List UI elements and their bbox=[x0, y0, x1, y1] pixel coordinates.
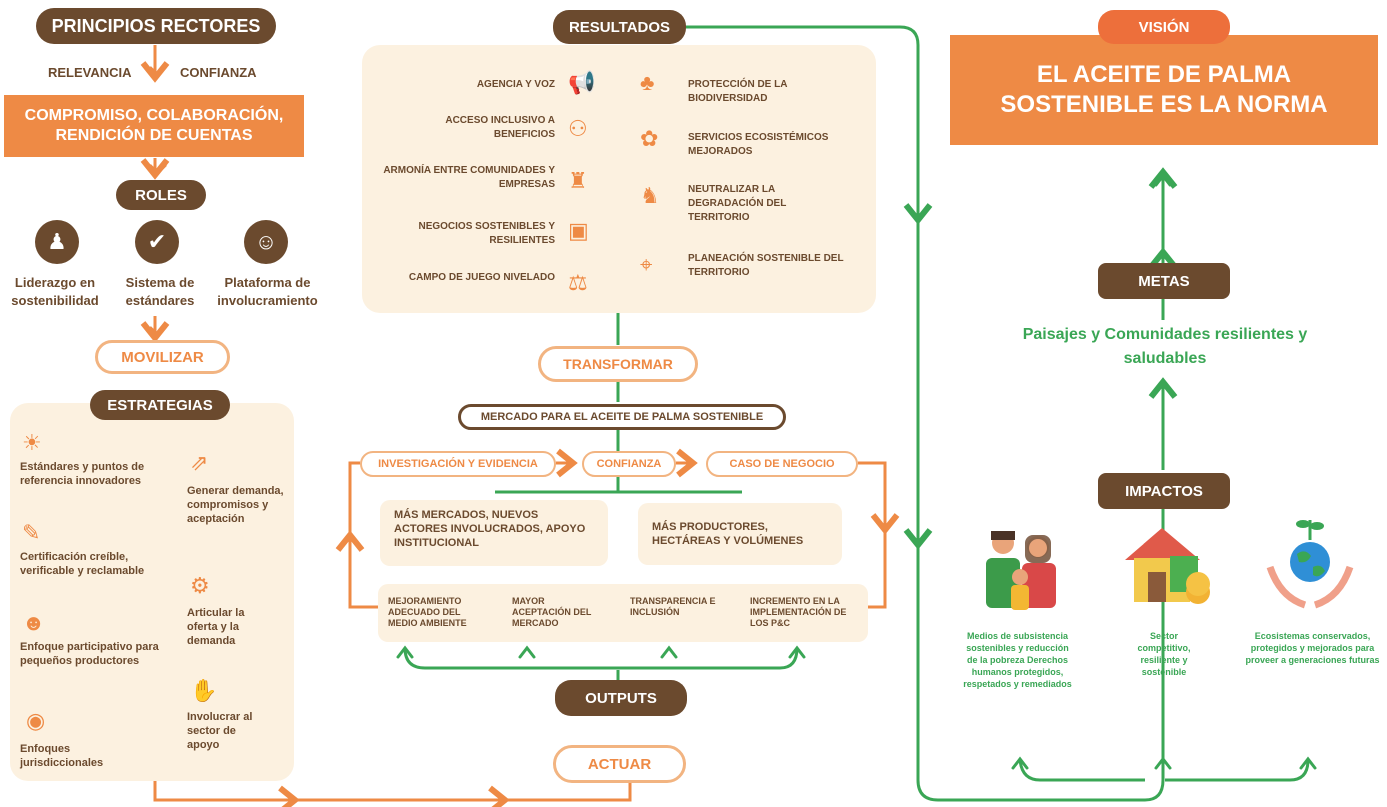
result-negocios: NEGOCIOS SOSTENIBLES Y RESILIENTES bbox=[418, 221, 555, 246]
indicators-row bbox=[378, 584, 868, 642]
mas-productores-text: MÁS PRODUCTORES, HECTÁREAS Y VOLÚMENES bbox=[652, 521, 804, 547]
roles-pill: ROLES bbox=[116, 180, 206, 210]
transformar-pill: TRANSFORMAR bbox=[538, 346, 698, 382]
role-label-standards: Sistema de estándares bbox=[125, 275, 195, 308]
result-agencia: AGENCIA Y VOZ bbox=[476, 79, 555, 90]
earth-hands-icon bbox=[1265, 512, 1355, 612]
confianza-pill: CONFIANZA bbox=[582, 451, 676, 477]
actuar-pill: ACTUAR bbox=[553, 745, 686, 783]
map-pin-icon: ⌖ bbox=[640, 252, 653, 277]
relevancia-label: RELEVANCIA bbox=[48, 65, 132, 80]
impact-livelihoods: Medios de subsistencia sostenibles y red… bbox=[963, 631, 1072, 689]
strategy-certification: Certificación creíble, verificable y rec… bbox=[20, 551, 145, 577]
metas-pill: METAS bbox=[1098, 263, 1230, 299]
strategy-demand: Generar demanda, compromisos y aceptació… bbox=[187, 485, 284, 525]
role-label-platform: Plataforma de involucramiento bbox=[217, 275, 318, 308]
strategy-jurisdictional: Enfoques jurisdiccionales bbox=[20, 743, 104, 769]
handshake-icon: ✋ bbox=[190, 678, 218, 703]
result-armonia: ARMONÍA ENTRE COMUNIDADES Y EMPRESAS bbox=[383, 165, 555, 190]
mas-mercados-box bbox=[380, 500, 608, 566]
mas-productores-box bbox=[638, 503, 842, 565]
impact-sector: Sector competitivo, resiliente y sosteni… bbox=[1137, 631, 1191, 677]
strategy-standards: Estándares y puntos de referencia innova… bbox=[20, 461, 145, 487]
network-people-icon: ⚇ bbox=[568, 116, 588, 141]
briefcase-icon: ▣ bbox=[568, 218, 589, 243]
group-icon: ☻ bbox=[22, 610, 46, 635]
strategy-participatory: Enfoque participativo para pequeños prod… bbox=[20, 641, 159, 667]
mas-mercados-text: MÁS MERCADOS, NUEVOS ACTORES INVOLUCRADO… bbox=[394, 509, 586, 549]
movilizar-pill: MOVILIZAR bbox=[95, 340, 230, 374]
house-money-icon bbox=[1120, 520, 1215, 612]
compromiso-box: COMPROMISO, COLABORACIÓN, RENDICIÓN DE C… bbox=[4, 95, 304, 157]
vision-box: EL ACEITE DE PALMA SOSTENIBLE ES LA NORM… bbox=[950, 35, 1378, 145]
certificate-icon: ✎ bbox=[22, 520, 41, 545]
strategy-articulate: Articular la oferta y la demanda bbox=[187, 607, 245, 647]
trees-icon: ♣ bbox=[640, 70, 655, 95]
resultados-panel bbox=[362, 45, 876, 313]
globe-pin-icon: ◉ bbox=[26, 708, 46, 733]
estrategias-pill: ESTRATEGIAS bbox=[90, 390, 230, 420]
result-planeacion: PLANEACIÓN SOSTENIBLE DEL TERRITORIO bbox=[688, 253, 844, 278]
row-incremento: INCREMENTO EN LA IMPLEMENTACIÓN DE LOS P… bbox=[750, 596, 847, 628]
role-label-leadership: Liderazgo en sostenibilidad bbox=[11, 275, 99, 308]
metas-text: Paisajes y Comunidades resilientes y sal… bbox=[1022, 326, 1308, 367]
cow-icon: ♞ bbox=[640, 183, 660, 208]
scale-icon: ⚖ bbox=[568, 270, 588, 295]
result-acceso: ACCESO INCLUSIVO A BENEFICIOS bbox=[445, 115, 555, 140]
family-icon bbox=[978, 525, 1062, 615]
hand-plant-icon: ✿ bbox=[640, 126, 659, 151]
engagement-icon: ☺ bbox=[244, 220, 288, 264]
result-proteccion: PROTECCIÓN DE LA BIODIVERSIDAD bbox=[688, 79, 788, 104]
principios-rectores-pill: PRINCIPIOS RECTORES bbox=[36, 8, 276, 44]
growth-chart-icon: ⇗ bbox=[190, 450, 209, 475]
investigacion-pill: INVESTIGACIÓN Y EVIDENCIA bbox=[360, 451, 556, 477]
outputs-pill: OUTPUTS bbox=[555, 680, 687, 716]
mercado-box: MERCADO PARA EL ACEITE DE PALMA SOSTENIB… bbox=[458, 404, 786, 430]
caso-negocio-pill: CASO DE NEGOCIO bbox=[706, 451, 858, 477]
clipboard-check-icon: ✔ bbox=[135, 220, 179, 264]
lightbulb-icon: ☀ bbox=[22, 430, 42, 455]
resultados-pill: RESULTADOS bbox=[553, 10, 686, 44]
result-neutralizar: NEUTRALIZAR LA DEGRADACIÓN DEL TERRITORI… bbox=[688, 184, 787, 223]
row-transparencia: TRANSPARENCIA E INCLUSIÓN bbox=[630, 596, 716, 617]
megaphone-icon: 📢 bbox=[568, 70, 596, 95]
impact-ecosystems: Ecosistemas conservados, protegidos y me… bbox=[1245, 631, 1380, 665]
result-servicios: SERVICIOS ECOSISTÉMICOS MEJORADOS bbox=[688, 132, 829, 157]
leadership-icon: ♟ bbox=[35, 220, 79, 264]
row-aceptacion: MAYOR ACEPTACIÓN DEL MERCADO bbox=[512, 596, 592, 628]
confianza-label: CONFIANZA bbox=[180, 65, 257, 80]
impactos-pill: IMPACTOS bbox=[1098, 473, 1230, 509]
result-campo: CAMPO DE JUEGO NIVELADO bbox=[408, 272, 555, 283]
row-medio-ambiente: MEJORAMIENTO ADECUADO DEL MEDIO AMBIENTE bbox=[388, 596, 467, 628]
supply-demand-icon: ⚙ bbox=[190, 573, 210, 598]
team-icon: ♜ bbox=[568, 168, 588, 193]
estrategias-panel bbox=[10, 403, 294, 781]
strategy-support: Involucrar al sector de apoyo bbox=[187, 711, 253, 751]
vision-pill: VISIÓN bbox=[1098, 10, 1230, 44]
